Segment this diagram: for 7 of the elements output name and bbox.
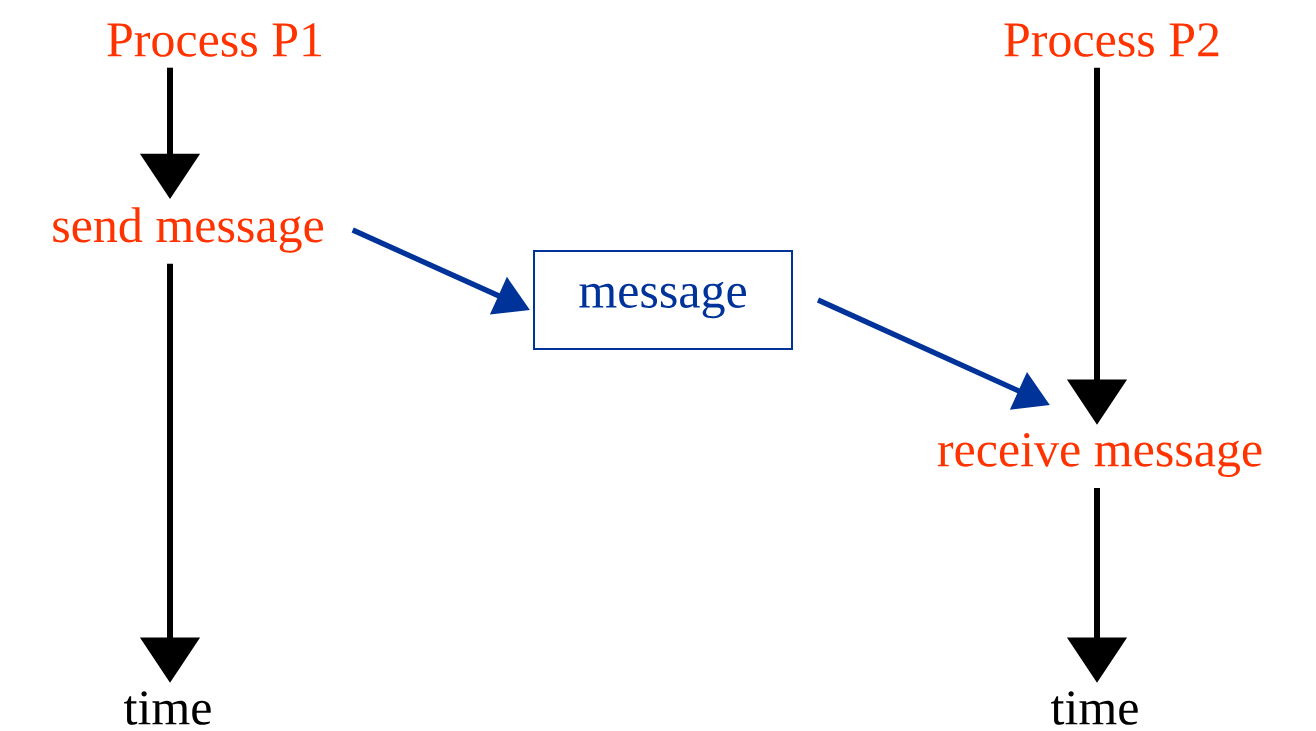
- event-label: Process P2: [1004, 23, 1219, 57]
- event-label: Process P1: [107, 23, 321, 57]
- time-label: time: [124, 691, 211, 725]
- event-label: receive message: [937, 433, 1262, 477]
- time-label: time: [1051, 691, 1138, 725]
- event-label: send message: [53, 207, 324, 253]
- message-box: message: [533, 250, 793, 350]
